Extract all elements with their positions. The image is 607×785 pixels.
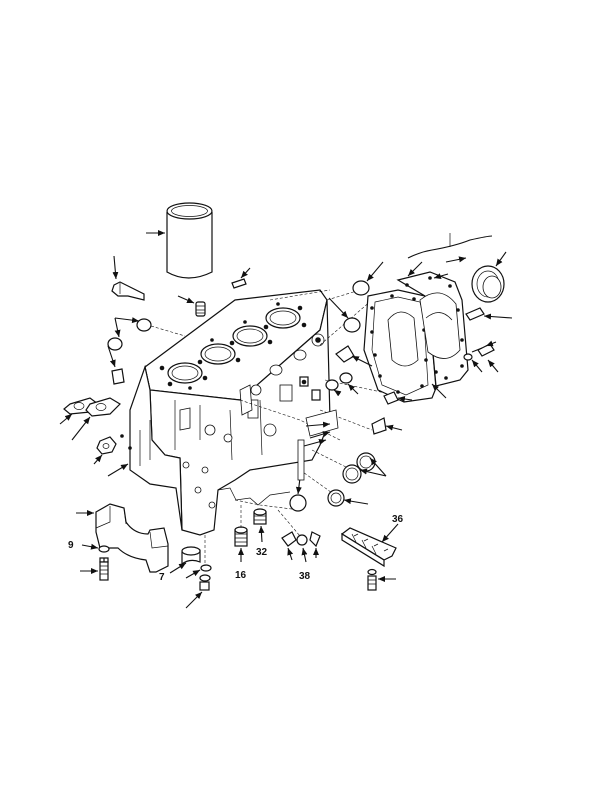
bottom-bolt-and-washers <box>185 535 212 609</box>
rear-plate-bolt <box>463 340 499 373</box>
top-right-plug <box>328 261 384 333</box>
callout-38: 38 <box>299 571 311 582</box>
rear-plate-gasket <box>363 289 437 403</box>
main-bearing-cap <box>76 503 169 581</box>
rear-oil-seal <box>471 251 507 303</box>
left-stud-and-gaskets <box>59 345 129 477</box>
dowel-bolt <box>111 255 145 301</box>
callout-7: 7 <box>159 572 165 583</box>
cylinder-block <box>120 289 331 536</box>
oil-rail-36 <box>340 523 399 591</box>
dowel-pin-right <box>465 307 513 321</box>
callout-16: 16 <box>235 570 247 581</box>
callout-labels: 7 9 16 32 36 38 <box>68 514 404 583</box>
expansion-plugs-left <box>107 317 186 351</box>
core-plugs-right <box>289 439 387 512</box>
seal-wire <box>407 233 493 259</box>
plug-16 <box>234 505 248 562</box>
thrust-bearing <box>169 546 201 574</box>
callout-36: 36 <box>392 514 404 525</box>
callout-32: 32 <box>256 547 268 558</box>
callout-9: 9 <box>68 540 74 551</box>
right-side-fittings <box>299 345 413 447</box>
small-pins <box>177 267 251 317</box>
rear-plate <box>396 256 469 399</box>
cylinder-liner <box>146 202 213 279</box>
plug-32 <box>253 508 267 543</box>
fitting-38 <box>277 509 321 563</box>
